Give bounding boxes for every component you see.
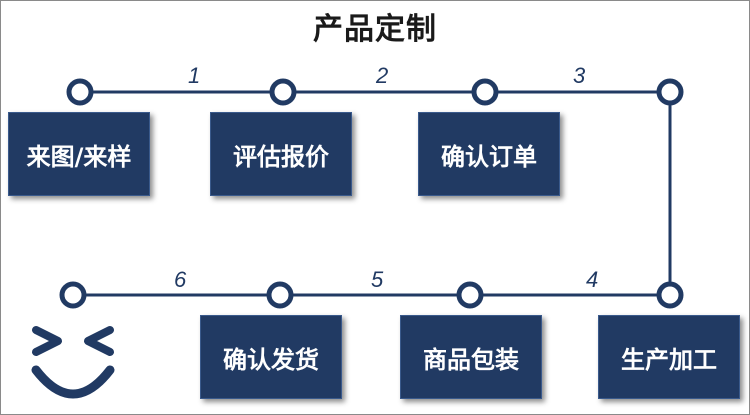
node-bottom-end xyxy=(59,281,87,309)
step-number-1: 1 xyxy=(188,63,201,88)
step-number-2: 2 xyxy=(376,63,389,88)
step-box-5: 商品包装 xyxy=(400,315,542,399)
node-bottom-2 xyxy=(266,281,294,309)
step-number-3: 3 xyxy=(573,63,586,88)
node-top-2 xyxy=(269,78,297,106)
node-bottom-3 xyxy=(456,281,484,309)
smiley-face-icon xyxy=(31,326,115,399)
node-top-corner xyxy=(656,78,684,106)
step-number-5: 5 xyxy=(371,267,384,292)
node-start-top xyxy=(66,78,94,106)
step-box-3: 确认订单 xyxy=(418,112,560,196)
node-bottom-corner xyxy=(656,281,684,309)
step-box-6: 确认发货 xyxy=(200,315,342,399)
step-box-2: 评估报价 xyxy=(210,112,352,196)
node-top-3 xyxy=(471,78,499,106)
diagram-title: 产品定制 xyxy=(313,12,437,47)
step-number-4: 4 xyxy=(586,267,599,292)
step-box-4: 生产加工 xyxy=(598,315,740,399)
step-number-6: 6 xyxy=(174,267,187,292)
step-box-1: 来图/来样 xyxy=(8,112,150,196)
